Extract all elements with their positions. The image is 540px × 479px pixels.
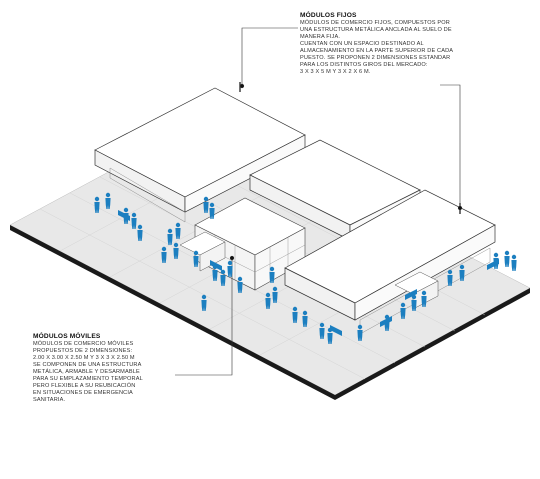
person-figure	[167, 228, 173, 245]
annotation-line: ALMACENAMIENTO EN LA PARTE SUPERIOR DE C…	[300, 48, 454, 54]
leader-fixed-lower	[440, 84, 461, 208]
annotation-line: PARA LOS DISTINTOS GIROS DEL MERCADO:	[300, 62, 428, 68]
annotation-line: 3 X 3 X 5 M Y 3 X 2 X 6 M.	[300, 69, 371, 75]
annotation-line: METÁLICA, ARMABLE Y DESARMABLE	[33, 369, 140, 375]
mobile-kiosk	[199, 241, 226, 272]
person-figure	[193, 250, 199, 267]
person-figure	[493, 252, 499, 269]
person-figure	[173, 242, 179, 259]
person-figure	[220, 269, 226, 286]
person-figure	[227, 260, 233, 277]
platform-edge-right	[335, 288, 530, 400]
annotation-line: 2.00 X 3.00 X 2.50 M Y 3 X 3 X 2.50 M	[33, 355, 135, 361]
person-figure	[292, 306, 298, 323]
person-figure	[411, 294, 417, 311]
person-figure	[209, 202, 215, 219]
platform-edge-left	[10, 225, 335, 400]
awning	[330, 325, 342, 336]
annotation-line: SANITARIA.	[33, 397, 66, 403]
person-figure	[327, 327, 333, 344]
person-figure	[203, 196, 209, 213]
person-figure	[137, 224, 143, 241]
annotation-mobile-title: MÓDULOS MÓVILES	[33, 333, 101, 340]
leader-fixed-upper	[241, 27, 298, 86]
person-figure	[161, 246, 167, 263]
fixed-module-upper	[94, 82, 306, 223]
person-figure	[123, 207, 129, 224]
person-figure	[302, 310, 308, 327]
person-figure	[131, 212, 137, 229]
person-figure	[400, 302, 406, 319]
module-lower-stalls	[359, 247, 491, 335]
person-figure	[237, 276, 243, 293]
person-figure	[447, 269, 453, 286]
person-figure	[511, 254, 517, 271]
person-figure	[175, 222, 181, 239]
annotation-line: MÓDULOS DE COMERCIO MÓVILES	[33, 341, 134, 347]
annotation-line: SE COMPONEN DE UNA ESTRUCTURA	[33, 362, 142, 368]
person-figure	[357, 324, 363, 341]
annotation-line: EN SITUACIONES DE EMERGENCIA	[33, 390, 133, 396]
annotation-line: MANERA FIJA.	[300, 34, 341, 40]
person-figure	[384, 314, 390, 331]
annotation-line: MÓDULOS DE COMERCIO FIJOS, COMPUESTOS PO…	[300, 20, 450, 26]
annotation-line: UNA ESTRUCTURA METÁLICA ANCLADA AL SUELO…	[300, 27, 452, 33]
person-figure	[201, 294, 207, 311]
annotation-fixed-title: MÓDULOS FIJOS	[300, 12, 357, 19]
leader-mobile	[175, 258, 233, 376]
person-figure	[265, 292, 271, 309]
person-figure	[269, 266, 275, 283]
annotation-line: PERO FLEXIBLE A SU REUBICACIÓN	[33, 383, 136, 389]
mobile-modules	[179, 231, 439, 310]
annotation-mobile-body: MÓDULOS DE COMERCIO MÓVILES PROPUESTOS D…	[33, 341, 173, 404]
person-figure	[421, 290, 427, 307]
annotation-fixed-modules: MÓDULOS FIJOS MÓDULOS DE COMERCIO FIJOS,…	[300, 12, 475, 76]
person-figure	[105, 192, 111, 209]
person-figure	[212, 264, 218, 281]
annotation-fixed-body: MÓDULOS DE COMERCIO FIJOS, COMPUESTOS PO…	[300, 20, 475, 76]
leader-lines	[175, 27, 463, 376]
person-figure	[319, 322, 325, 339]
annotation-line: PARA SU EMPLAZAMIENTO TEMPORAL	[33, 376, 143, 382]
person-figure	[504, 250, 510, 267]
annotation-line: PUESTO. SE PROPONEN 2 DIMENSIONES ESTAND…	[300, 55, 451, 61]
person-figure	[94, 196, 100, 213]
module-upper-stalls	[109, 167, 186, 223]
annotation-line: PROPUESTOS DE 2 DIMENSIONES:	[33, 348, 133, 354]
annotation-mobile-modules: MÓDULOS MÓVILES MÓDULOS DE COMERCIO MÓVI…	[33, 333, 173, 404]
fixed-module-lower	[284, 189, 496, 335]
person-figure	[272, 286, 278, 303]
people-figures	[94, 192, 517, 344]
module-lower-side	[354, 224, 496, 321]
person-figure	[459, 264, 465, 281]
annotation-line: CUENTAN CON UN ESPACIO DESTINADO AL	[300, 41, 424, 47]
awning	[405, 289, 417, 300]
